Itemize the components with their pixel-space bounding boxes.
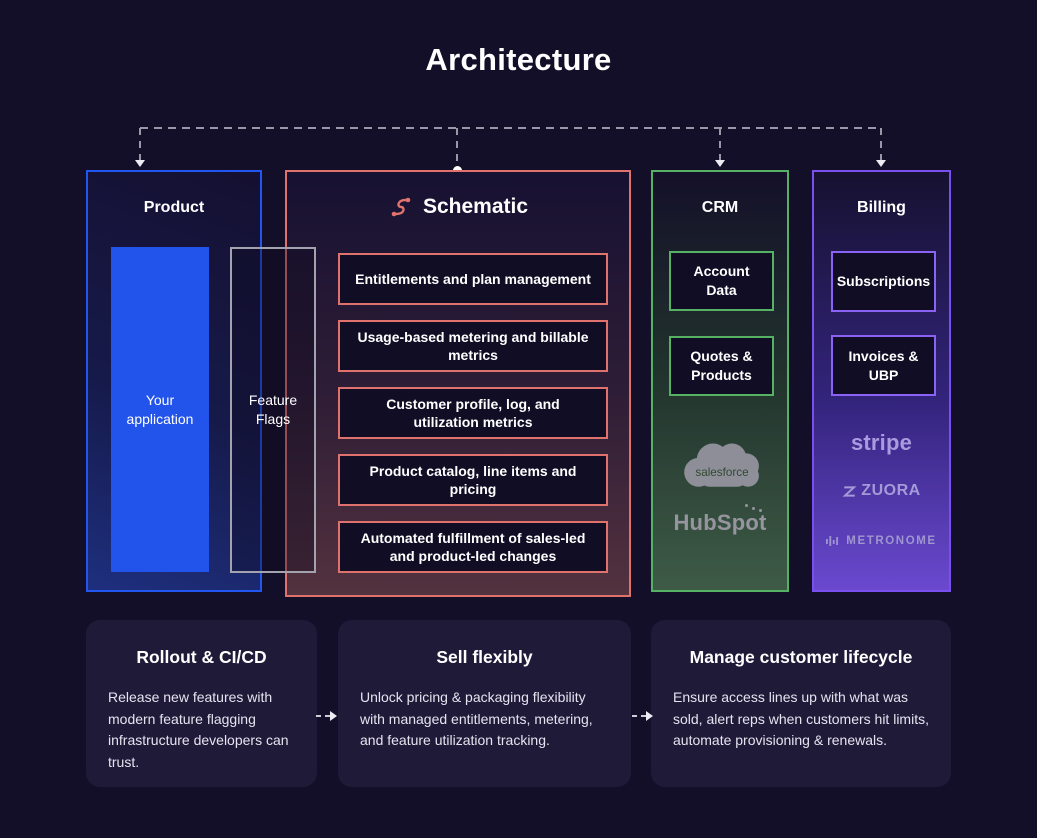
quotes-products-label: Quotes & Products [690, 348, 753, 383]
schematic-capability-box: Usage-based metering and billable metric… [338, 320, 608, 372]
hubspot-wordmark: HubSpot [673, 507, 767, 535]
billing-column-title: Billing [857, 199, 906, 216]
card-arrow-2-icon [632, 711, 653, 721]
schematic-logo-icon [391, 197, 411, 217]
crm-column: CRM Account Data Quotes & Products sales… [651, 170, 789, 592]
manage-lifecycle-card: Manage customer lifecycle Ensure access … [651, 620, 951, 787]
connector-drop-billing [880, 128, 882, 161]
card-body: Unlock pricing & packaging flexibility w… [360, 689, 593, 749]
feature-flags-box: Feature Flags [230, 247, 316, 573]
rollout-cicd-card: Rollout & CI/CD Release new features wit… [86, 620, 317, 787]
account-data-label: Account Data [693, 263, 750, 298]
sell-flexibly-card: Sell flexibly Unlock pricing & packaging… [338, 620, 631, 787]
your-application-label: Your application [126, 392, 194, 427]
capability-label: Product catalog, line items and pricing [369, 462, 577, 497]
billing-column: Billing Subscriptions Invoices & UBP str… [812, 170, 951, 592]
schematic-column: Schematic Entitlements and plan manageme… [285, 170, 631, 597]
schematic-capability-box: Automated fulfillment of sales-led and p… [338, 521, 608, 573]
arrowhead-billing-icon [876, 160, 886, 167]
feature-flags-label: Feature Flags [248, 392, 298, 427]
account-data-box: Account Data [669, 251, 774, 311]
subscriptions-label: Subscriptions [836, 273, 931, 290]
salesforce-wordmark: salesforce [695, 466, 748, 479]
metronome-bars-icon [826, 536, 839, 546]
arrowhead-product-icon [135, 160, 145, 167]
connector-drop-crm [719, 128, 721, 161]
schematic-capability-list: Entitlements and plan management Usage-b… [338, 253, 608, 573]
schematic-capability-box: Product catalog, line items and pricing [338, 454, 608, 506]
crm-column-title: CRM [701, 199, 739, 216]
card-title: Manage customer lifecycle [689, 647, 913, 667]
schematic-capability-box: Customer profile, log, and utilization m… [338, 387, 608, 439]
product-column: Product Your application [86, 170, 262, 592]
hubspot-logo: HubSpot [653, 507, 787, 536]
schematic-title: Schematic [422, 195, 529, 218]
quotes-products-box: Quotes & Products [669, 336, 774, 396]
card-title: Rollout & CI/CD [136, 647, 267, 667]
schematic-capability-box: Entitlements and plan management [338, 253, 608, 305]
connector-drop-schematic [456, 128, 458, 165]
connector-horizontal-line [140, 127, 882, 129]
your-application-box: Your application [111, 247, 209, 572]
zuora-logo: ZUORA [814, 482, 949, 500]
connector-drop-product [139, 128, 141, 161]
zuora-wordmark: ZUORA [861, 482, 921, 499]
invoices-ubp-box: Invoices & UBP [831, 335, 936, 396]
card-body: Ensure access lines up with what was sol… [673, 689, 929, 749]
schematic-header: Schematic [287, 194, 629, 220]
arrowhead-crm-icon [715, 160, 725, 167]
page-title: Architecture [425, 42, 612, 77]
subscriptions-box: Subscriptions [831, 251, 936, 312]
capability-label: Automated fulfillment of sales-led and p… [360, 529, 586, 564]
salesforce-logo: salesforce [684, 443, 759, 487]
product-column-title: Product [143, 199, 205, 216]
metronome-wordmark: METRONOME [846, 535, 937, 547]
capability-label: Entitlements and plan management [355, 270, 591, 287]
capability-label: Usage-based metering and billable metric… [357, 328, 589, 363]
card-arrow-1-icon [316, 711, 337, 721]
zuora-z-icon [842, 485, 857, 497]
metronome-logo: METRONOME [814, 535, 949, 547]
invoices-ubp-label: Invoices & UBP [848, 347, 919, 383]
stripe-wordmark: stripe [850, 430, 913, 455]
stripe-logo: stripe [814, 430, 949, 456]
card-title: Sell flexibly [436, 647, 533, 667]
capability-label: Customer profile, log, and utilization m… [386, 395, 560, 430]
card-body: Release new features with modern feature… [108, 689, 289, 771]
